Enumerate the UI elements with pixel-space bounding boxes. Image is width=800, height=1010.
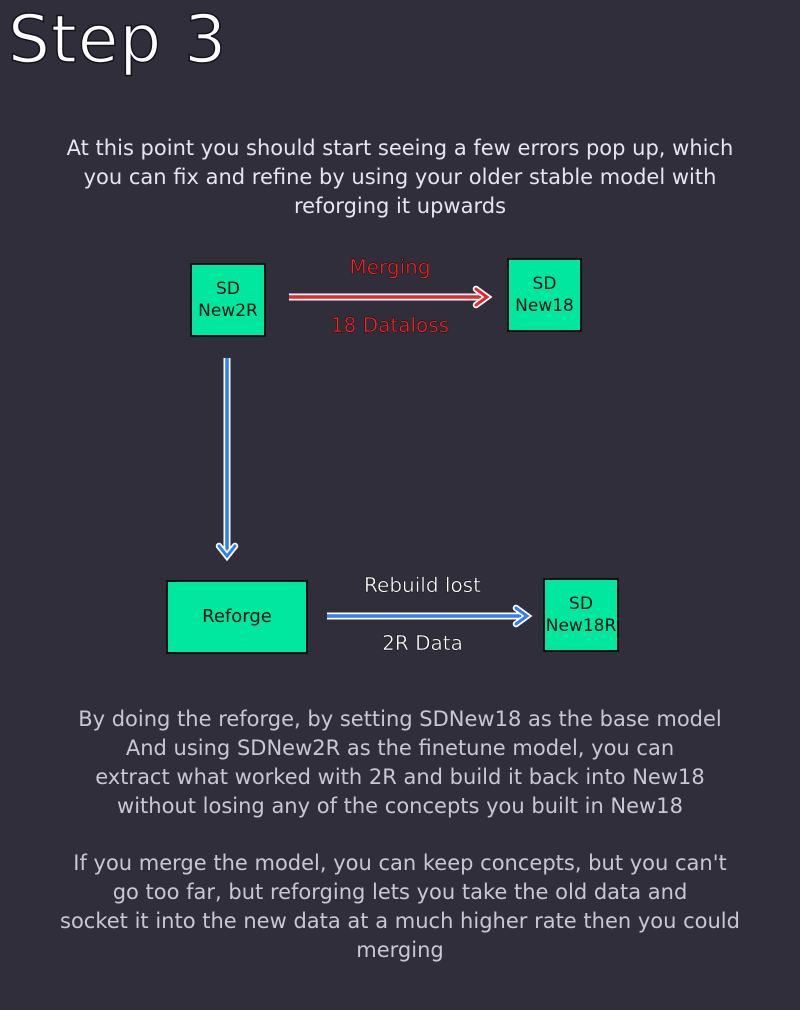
page-title: Step 3 (7, 1, 228, 78)
reforge-down-arrow (215, 358, 239, 562)
reforge-line: without losing any of the concepts you b… (117, 794, 683, 818)
intro-line: reforging it upwards (293, 194, 507, 218)
merge-explanation: If you merge the model, you can keep con… (0, 849, 800, 965)
node-label: SD (532, 274, 557, 294)
node-label: New2R (198, 301, 258, 321)
merge-line: go too far, but reforging lets you take … (112, 880, 688, 904)
merge-line: If you merge the model, you can keep con… (73, 851, 727, 875)
merging-label: Merging (349, 255, 431, 279)
node-label: Reforge (202, 606, 272, 627)
rebuild-arrow (327, 604, 533, 628)
node-label: New18R (545, 616, 617, 636)
node-sd-new18r: SD New18R (543, 578, 619, 652)
reforge-line: extract what worked with 2R and build it… (95, 765, 705, 789)
merge-line: socket it into the new data at a much hi… (60, 909, 740, 933)
dataloss-label: 18 Dataloss (330, 313, 450, 337)
node-sd-new2r: SD New2R (190, 263, 266, 337)
intro-line: At this point you should start seeing a … (66, 136, 734, 160)
intro-line: you can fix and refine by using your old… (83, 165, 717, 189)
node-reforge: Reforge (166, 580, 308, 654)
reforge-line: And using SDNew2R as the finetune model,… (125, 736, 675, 760)
node-label: SD (569, 594, 593, 614)
2r-data-label: 2R Data (382, 631, 463, 655)
rebuild-lost-label: Rebuild lost (364, 573, 481, 597)
reforge-explanation: By doing the reforge, by setting SDNew18… (0, 705, 800, 821)
intro-text: At this point you should start seeing a … (0, 134, 800, 221)
node-label: SD (216, 279, 240, 299)
reforge-line: By doing the reforge, by setting SDNew18… (78, 707, 722, 731)
node-sd-new18: SD New18 (507, 258, 582, 332)
merge-line: merging (356, 938, 444, 962)
node-label: New18 (515, 296, 574, 316)
merge-arrow (289, 285, 493, 309)
